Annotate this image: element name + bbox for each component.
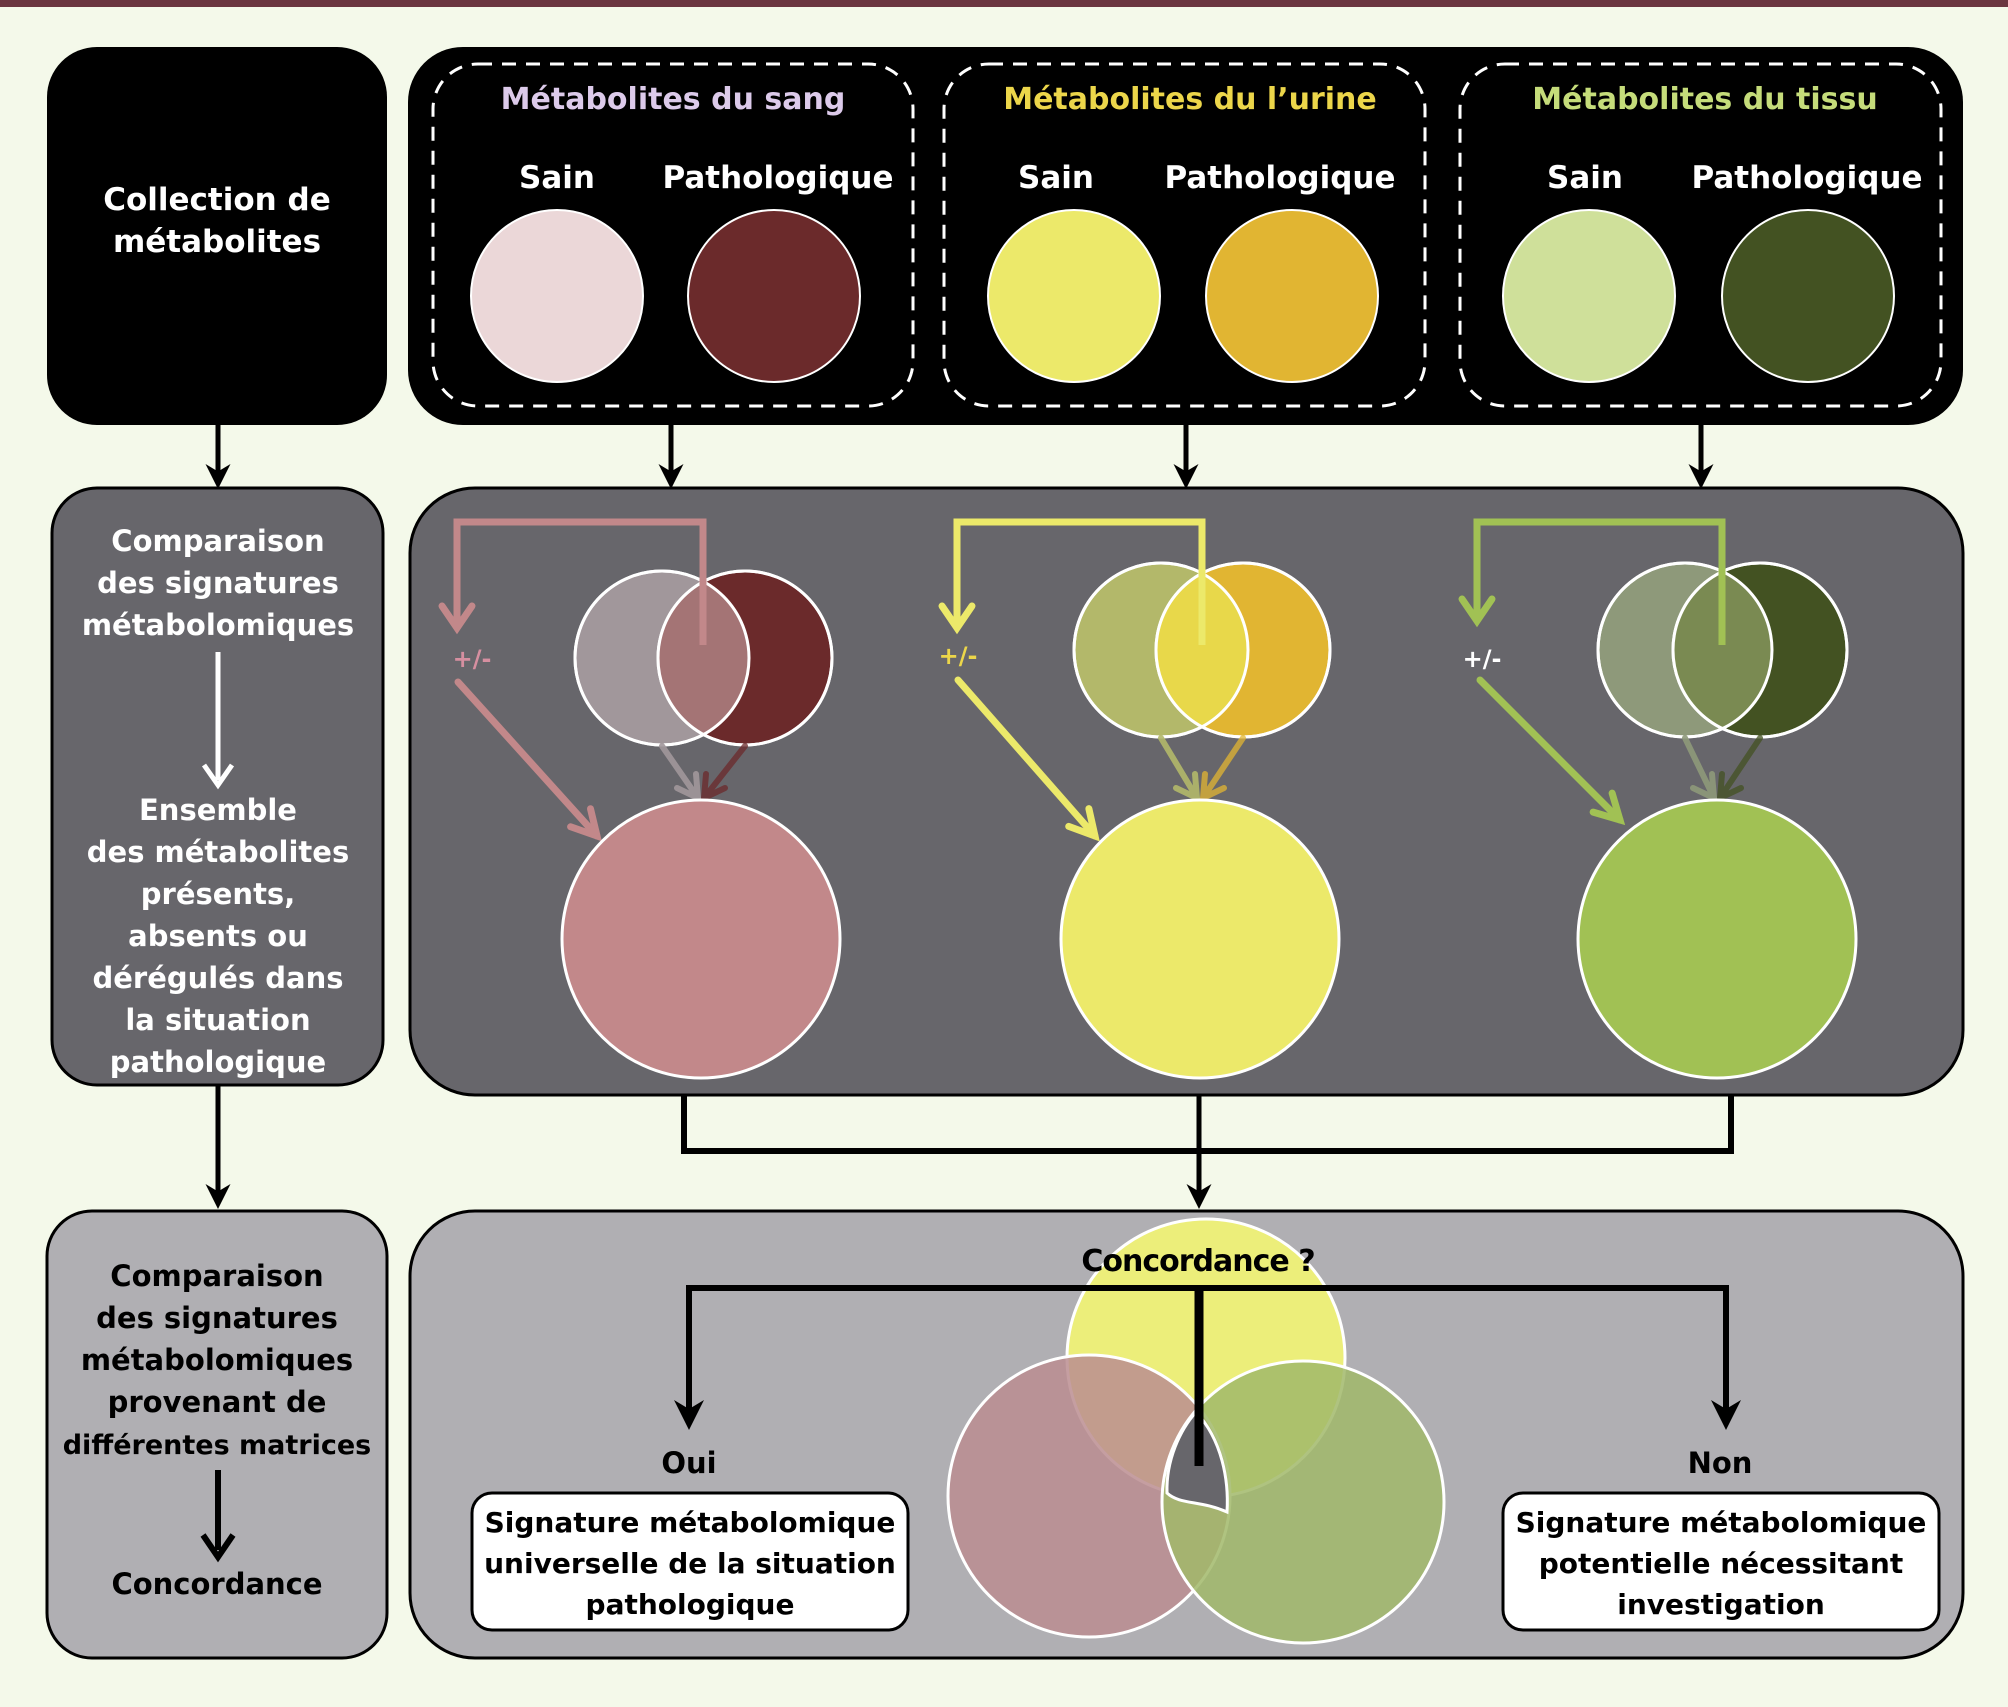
matrix-urine-delta-label: +/- — [939, 642, 978, 670]
comparison-result-line: présents, — [141, 877, 295, 911]
concordance-question: Concordance ? — [1081, 1244, 1314, 1279]
result-potential-line-1: Signature métabolomique — [1516, 1506, 1927, 1539]
comparison-result-line: dérégulés dans — [92, 961, 343, 995]
concordance-step-line: métabolomiques — [81, 1343, 353, 1377]
matrix-tissu-healthy-circle — [1503, 210, 1675, 382]
result-universal-line-1: Signature métabolomique — [485, 1506, 896, 1539]
comparison-result-line: la situation — [125, 1003, 310, 1037]
comparison-step-line: métabolomiques — [82, 608, 354, 642]
top-stripe — [0, 0, 2008, 7]
matrix-sang-result-circle — [562, 800, 840, 1078]
matrix-sang-pathologic-label: Pathologique — [662, 160, 893, 196]
matrix-tissu-delta-label: +/- — [1463, 645, 1502, 673]
concordance-step-line: provenant de — [108, 1385, 327, 1419]
collection-step-line-1: Collection de — [103, 182, 331, 218]
comparison-result-line: absents ou — [128, 919, 308, 953]
matrix-sang-delta-label: +/- — [453, 645, 492, 673]
matrix-urine-pathologic-circle — [1206, 210, 1378, 382]
result-universal-line-2: universelle de la situation — [484, 1547, 896, 1580]
concordance-step-label: Concordance — [111, 1567, 322, 1601]
comparison-result-line: Ensemble — [139, 793, 297, 827]
matrix-sang-pathologic-circle — [688, 210, 860, 382]
matrix-tissu-result-circle — [1578, 800, 1856, 1078]
matrix-tissu-pathologic-circle — [1722, 210, 1894, 382]
oui-label: Oui — [661, 1446, 716, 1480]
concordance-step-line: différentes matrices — [63, 1430, 372, 1461]
matrix-sang-healthy-circle — [471, 210, 643, 382]
concordance-step-line: Comparaison — [110, 1259, 323, 1293]
result-potential-line-3: investigation — [1617, 1588, 1825, 1621]
matrix-tissu-title: Métabolites du tissu — [1532, 82, 1877, 117]
concordance-step-line: des signatures — [96, 1301, 338, 1335]
result-potential-line-2: potentielle nécessitant — [1539, 1547, 1904, 1580]
non-label: Non — [1688, 1446, 1753, 1480]
matrix-urine-pathologic-label: Pathologique — [1164, 160, 1395, 196]
matrix-sang-healthy-label: Sain — [519, 160, 595, 196]
matrix-tissu-healthy-label: Sain — [1547, 160, 1623, 196]
result-universal-line-3: pathologique — [586, 1588, 795, 1621]
matrix-urine-healthy-circle — [988, 210, 1160, 382]
comparison-result-line: pathologique — [110, 1045, 326, 1079]
comparison-step-line: des signatures — [97, 566, 339, 600]
comparison-step-line: Comparaison — [111, 524, 324, 558]
comparison-result-line: des métabolites — [87, 835, 349, 869]
matrix-tissu-pathologic-label: Pathologique — [1691, 160, 1922, 196]
matrix-urine-result-circle — [1061, 800, 1339, 1078]
matrix-urine-title: Métabolites du l’urine — [1003, 82, 1377, 117]
matrix-sang-title: Métabolites du sang — [501, 82, 846, 117]
matrix-urine-healthy-label: Sain — [1018, 160, 1094, 196]
merge-connector — [684, 1095, 1731, 1151]
collection-step-line-2: métabolites — [113, 224, 321, 260]
